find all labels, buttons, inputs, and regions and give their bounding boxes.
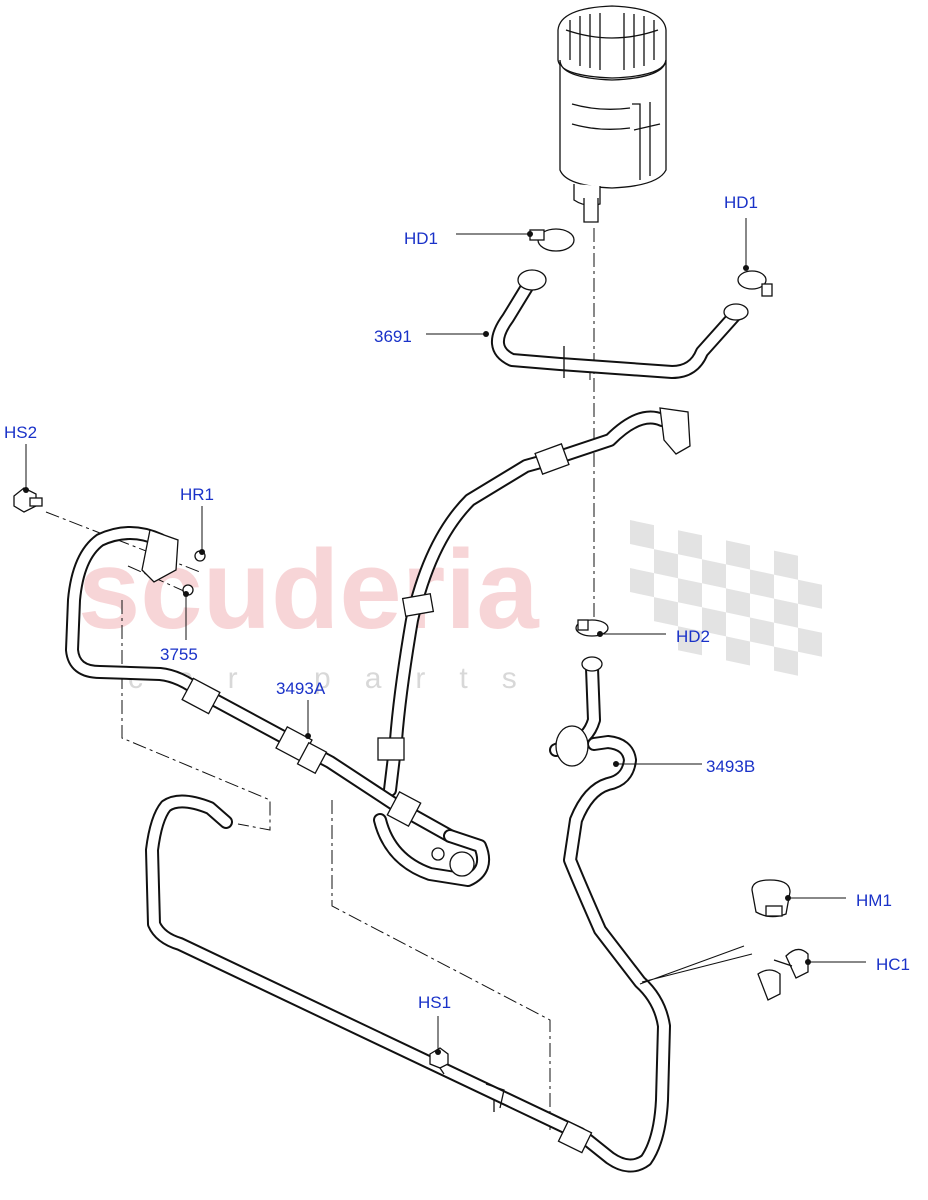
hose-3691 xyxy=(491,269,749,379)
callout-hd1-top: HD1 xyxy=(404,229,438,248)
reservoir-icon xyxy=(557,5,667,223)
clip-hd1-right xyxy=(737,270,773,297)
callout-hs1: HS1 xyxy=(418,993,451,1012)
clip-hm1 xyxy=(751,879,791,918)
callout-3755: 3755 xyxy=(160,645,198,664)
hose-3493b xyxy=(549,656,603,767)
hose-upper-return xyxy=(377,407,691,797)
checkered-flag-icon xyxy=(630,520,822,676)
clip-hc1 xyxy=(757,948,809,1001)
callout-3493b: 3493B xyxy=(706,757,755,776)
callout-leaders xyxy=(23,218,866,1055)
callout-hr1: HR1 xyxy=(180,485,214,504)
bolt-hs1-icon xyxy=(429,1047,449,1075)
callout-hd2: HD2 xyxy=(676,627,710,646)
callout-hd1-right: HD1 xyxy=(724,193,758,212)
clip-leader-lines xyxy=(639,945,753,985)
callout-hc1: HC1 xyxy=(876,955,910,974)
callout-hm1: HM1 xyxy=(856,891,892,910)
pipe-3493a xyxy=(181,677,490,887)
callout-3691: 3691 xyxy=(374,327,412,346)
watermark: scuderia car parts xyxy=(78,520,822,695)
callout-labels: HD1 HD1 3691 HS2 HR1 3755 3493A HD2 3493… xyxy=(4,193,910,1012)
pipe-lower xyxy=(145,735,671,1173)
clip-hd1-top xyxy=(529,228,575,252)
callout-3493a: 3493A xyxy=(276,679,326,698)
callout-hs2: HS2 xyxy=(4,423,37,442)
hose-3755 xyxy=(65,526,207,699)
